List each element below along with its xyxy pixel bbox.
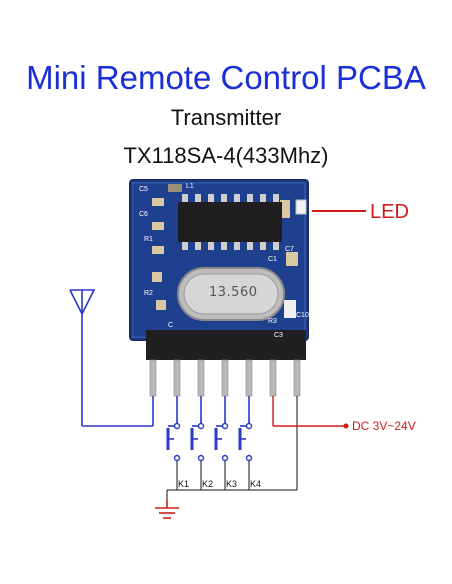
pcb-board bbox=[129, 179, 309, 360]
dc-voltage-label: DC 3V~24V bbox=[352, 419, 416, 433]
capacitor-c10 bbox=[284, 300, 296, 318]
model-number: TX118SA-4(433Mhz) bbox=[123, 143, 329, 168]
dc-terminal bbox=[343, 423, 349, 429]
silkscreen-c5: C5 bbox=[139, 186, 148, 193]
silkscreen-c1: C1 bbox=[268, 256, 277, 263]
silkscreen-r3: R3 bbox=[268, 318, 277, 325]
silkscreen-c: C bbox=[168, 322, 174, 329]
led-component bbox=[295, 199, 307, 215]
silkscreen-r2: R2 bbox=[144, 290, 153, 297]
button-label-k4: K4 bbox=[250, 479, 262, 489]
crystal-oscillator bbox=[177, 267, 285, 321]
diagram-title: Mini Remote Control PCBA bbox=[26, 59, 426, 96]
silkscreen-c6: C6 bbox=[139, 211, 148, 218]
crystal-marking: 13.560 bbox=[209, 285, 258, 300]
button-label-k2: K2 bbox=[202, 479, 214, 489]
ground-symbol bbox=[155, 500, 179, 519]
header-pins bbox=[149, 359, 301, 397]
inductor-l1 bbox=[168, 184, 182, 192]
silkscreen-r1: R1 bbox=[144, 236, 153, 243]
ic-chip bbox=[178, 194, 282, 250]
silkscreen-c10: C10 bbox=[296, 312, 309, 319]
button-label-k1: K1 bbox=[178, 479, 190, 489]
silkscreen-c7: C7 bbox=[285, 246, 294, 253]
ground-wiring bbox=[166, 396, 298, 500]
push-buttons bbox=[166, 396, 250, 450]
button-label-k3: K3 bbox=[226, 479, 238, 489]
silkscreen-l1: L1 bbox=[186, 183, 194, 190]
led-label: LED bbox=[370, 201, 409, 223]
dc-power-wire bbox=[272, 396, 346, 427]
silkscreen-c3: C3 bbox=[274, 332, 283, 339]
diagram-subtitle: Transmitter bbox=[170, 105, 282, 130]
capacitor-c5 bbox=[152, 198, 164, 206]
antenna-symbol bbox=[69, 289, 154, 427]
